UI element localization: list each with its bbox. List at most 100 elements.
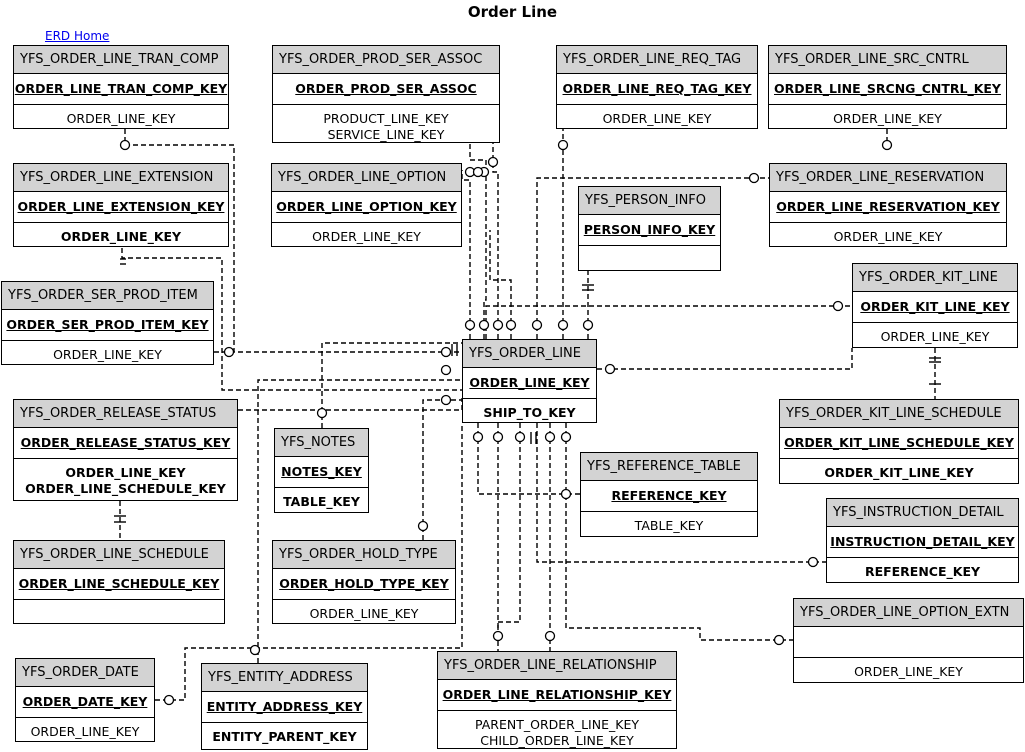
relationship-line xyxy=(469,143,487,339)
optional-marker xyxy=(748,172,760,184)
entity-columns: ORDER_KIT_LINE_KEY xyxy=(780,459,1018,481)
column-name: PARENT_ORDER_LINE_KEY xyxy=(475,717,639,732)
primary-key: ORDER_LINE_TRAN_COMP_KEY xyxy=(14,74,228,105)
relationship-line xyxy=(536,177,770,339)
column-name: ORDER_LINE_KEY xyxy=(602,111,712,126)
column-name: ORDER_LINE_KEY xyxy=(312,229,421,244)
primary-key: ENTITY_ADDRESS_KEY xyxy=(202,692,367,723)
entity-title: YFS_ORDER_LINE_OPTION_EXTN xyxy=(794,599,1023,627)
optional-marker xyxy=(472,431,484,443)
column-name: ORDER_LINE_KEY xyxy=(30,724,140,739)
primary-key: ORDER_LINE_EXTENSION_KEY xyxy=(14,192,228,223)
entity-title: YFS_ORDER_LINE_OPTION xyxy=(272,164,461,192)
relationship-line xyxy=(536,423,826,563)
primary-key: REFERENCE_KEY xyxy=(581,481,757,512)
entity-columns: ORDER_LINE_KEY xyxy=(794,658,1023,680)
column-name: PRODUCT_LINE_KEY xyxy=(323,111,449,126)
column-name: REFERENCE_KEY xyxy=(864,564,981,579)
relationship-line xyxy=(461,170,471,339)
erd-home-link[interactable]: ERD Home xyxy=(45,29,110,43)
optional-marker xyxy=(472,166,484,178)
entity-option-extn[interactable]: YFS_ORDER_LINE_OPTION_EXTN ORDER_LINE_KEY xyxy=(793,598,1024,683)
entity-title: YFS_ORDER_SER_PROD_ITEM xyxy=(2,282,213,310)
optional-marker xyxy=(807,556,819,568)
primary-key: ORDER_LINE_KEY xyxy=(463,368,596,399)
primary-key: ORDER_LINE_SRCNG_CNTRL_KEY xyxy=(769,74,1006,105)
entity-title: YFS_ORDER_LINE_REQ_TAG xyxy=(557,46,757,74)
primary-key: ORDER_RELEASE_STATUS_KEY xyxy=(14,428,237,459)
column-name: ENTITY_PARENT_KEY xyxy=(212,729,357,744)
optional-marker xyxy=(773,634,785,646)
primary-key: ORDER_KIT_LINE_SCHEDULE_KEY xyxy=(780,428,1018,459)
optional-marker xyxy=(560,488,572,500)
optional-marker xyxy=(492,431,504,443)
entity-title: YFS_ORDER_PROD_SER_ASSOC xyxy=(273,46,499,74)
relationship-line xyxy=(597,348,853,370)
entity-title: YFS_ORDER_LINE_TRAN_COMP xyxy=(14,46,228,74)
optional-marker xyxy=(557,319,569,331)
entity-title: YFS_ORDER_LINE_EXTENSION xyxy=(14,164,228,192)
optional-marker xyxy=(417,520,429,532)
relationship-line xyxy=(565,423,793,641)
entity-title: YFS_ORDER_RELEASE_STATUS xyxy=(14,400,237,428)
relationship-line xyxy=(422,399,462,540)
primary-key: ORDER_LINE_REQ_TAG_KEY xyxy=(557,74,757,105)
column-name: TABLE_KEY xyxy=(283,494,360,509)
optional-marker xyxy=(464,319,476,331)
primary-key: ORDER_SER_PROD_ITEM_KEY xyxy=(2,310,213,341)
optional-marker xyxy=(440,364,452,376)
relationship-line xyxy=(477,423,580,495)
entity-columns: REFERENCE_KEY xyxy=(827,558,1018,580)
relationship-line xyxy=(497,423,521,651)
entity-columns: ORDER_LINE_KEY xyxy=(14,223,228,245)
entity-title: YFS_ORDER_DATE xyxy=(16,659,154,687)
entity-title: YFS_REFERENCE_TABLE xyxy=(581,453,757,481)
entity-columns: ORDER_LINE_KEY xyxy=(557,105,757,127)
column-name: ORDER_LINE_KEY xyxy=(833,111,942,126)
optional-marker xyxy=(604,363,616,375)
optional-marker xyxy=(492,319,504,331)
column-name: ORDER_LINE_KEY xyxy=(60,229,182,244)
column-name: CHILD_ORDER_LINE_KEY xyxy=(480,733,634,748)
column-name: ORDER_LINE_KEY xyxy=(880,329,990,344)
entity-title: YFS_ORDER_LINE_RESERVATION xyxy=(770,164,1006,192)
relationship-line xyxy=(121,248,462,391)
primary-key: PERSON_INFO_KEY xyxy=(579,215,720,246)
optional-marker xyxy=(832,300,844,312)
primary-key: ORDER_DATE_KEY xyxy=(16,687,154,718)
optional-marker xyxy=(440,346,452,358)
entity-columns: ORDER_LINE_KEY xyxy=(16,718,154,740)
entity-columns xyxy=(14,600,224,606)
column-name: SERVICE_LINE_KEY xyxy=(327,127,445,142)
optional-marker xyxy=(478,319,490,331)
relationship-line xyxy=(124,129,462,353)
entity-title: YFS_NOTES xyxy=(275,429,368,457)
entity-title: YFS_ORDER_LINE_RELATIONSHIP xyxy=(438,652,676,680)
entity-title: YFS_PERSON_INFO xyxy=(579,187,720,215)
entity-title: YFS_ORDER_LINE_SRC_CNTRL xyxy=(769,46,1006,74)
